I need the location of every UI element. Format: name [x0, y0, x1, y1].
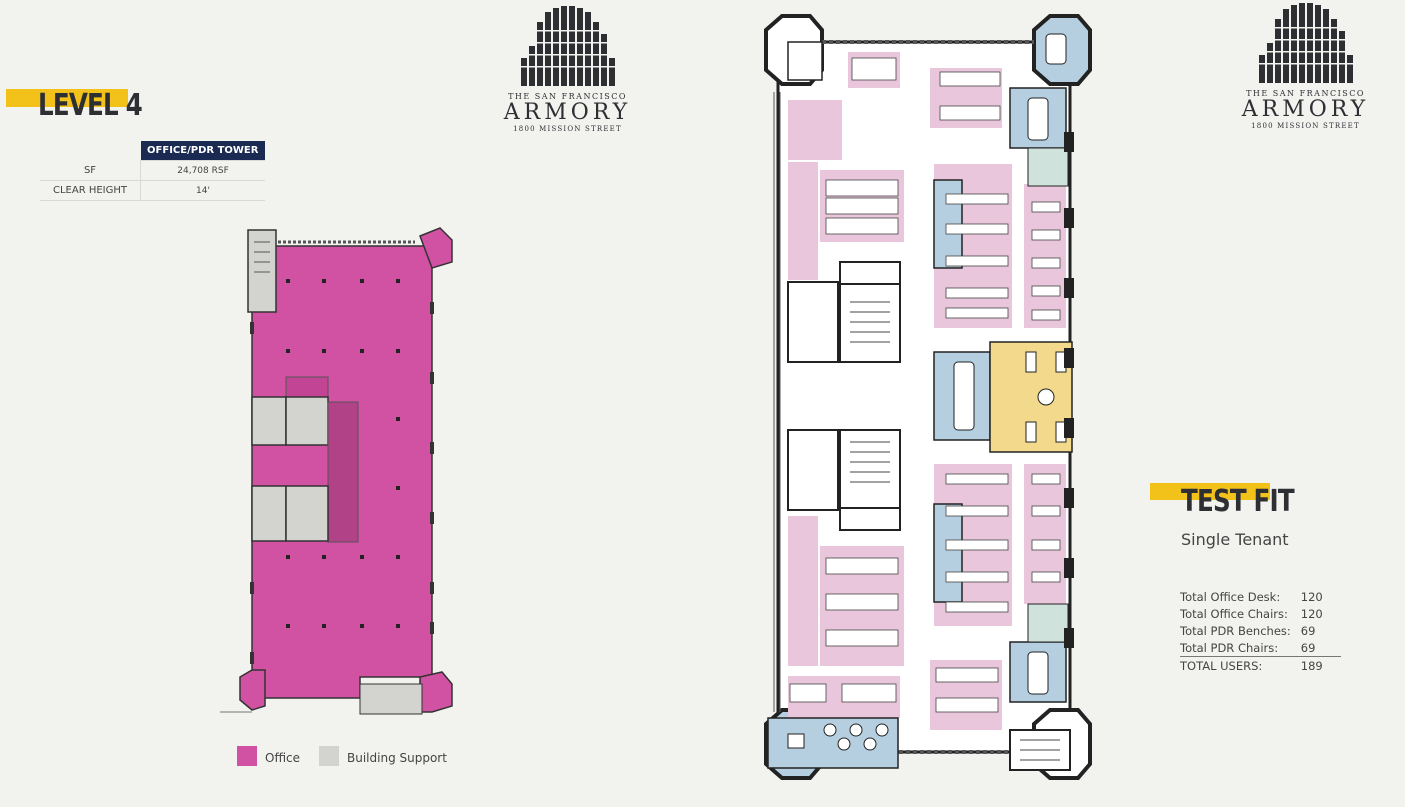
logo-top-text: THE SAN FRANCISCO — [1246, 89, 1365, 98]
armory-logo: THE SAN FRANCISCO ARMORY 1800 MISSION ST… — [1228, 3, 1383, 130]
core-upper — [285, 376, 329, 398]
core-corridor — [327, 401, 359, 543]
totals-value: 69 — [1300, 623, 1316, 638]
elevator-core — [285, 396, 329, 446]
test-fit-plan — [764, 14, 1092, 780]
totals-value: 120 — [1300, 589, 1323, 604]
armory-skyline-icon — [1256, 3, 1357, 83]
totals-label: TOTAL USERS: — [1180, 658, 1263, 673]
spec-table: OFFICE/PDR TOWER SF 24,708 RSF CLEAR HEI… — [40, 141, 265, 201]
spec-value: 14' — [140, 180, 265, 201]
stair-support — [247, 229, 277, 313]
logo-address: 1800 MISSION STREET — [1251, 122, 1360, 130]
spec-label: CLEAR HEIGHT — [40, 180, 141, 201]
totals-label: Total PDR Benches: — [1180, 623, 1291, 638]
logo-name: ARMORY — [1241, 97, 1370, 122]
totals-row: Total Office Chairs: 120 — [1180, 605, 1341, 622]
corner-tower-se — [419, 671, 453, 713]
legend-swatch-office — [237, 746, 257, 766]
legend-label-building-support: Building Support — [347, 751, 447, 765]
lounge-furniture — [1025, 351, 1067, 443]
totals-row: TOTAL USERS: 189 — [1180, 657, 1341, 675]
level-plan — [220, 227, 453, 715]
phone-room — [1027, 603, 1069, 643]
spec-row: SF 24,708 RSF — [40, 160, 265, 181]
support-core — [251, 485, 287, 542]
logo-address: 1800 MISSION STREET — [513, 125, 622, 133]
desk-cluster — [789, 57, 1061, 713]
phone-room — [1027, 147, 1069, 187]
corner-tower-ne — [419, 227, 453, 269]
totals-row: Total Office Desk: 120 — [1180, 588, 1341, 605]
totals-row: Total PDR Benches: 69 — [1180, 622, 1341, 639]
armory-skyline-icon — [518, 6, 619, 86]
armory-logo: THE SAN FRANCISCO ARMORY 1800 MISSION ST… — [490, 6, 645, 133]
totals-row: Total PDR Chairs: 69 — [1180, 639, 1341, 657]
totals-value: 69 — [1290, 639, 1341, 657]
level-title: LEVEL 4 — [38, 88, 143, 123]
elevator-core — [285, 485, 329, 542]
stair-support — [359, 683, 423, 715]
totals-value: 189 — [1300, 658, 1323, 673]
totals-label: Total Office Desk: — [1180, 589, 1281, 604]
spec-value: 24,708 RSF — [140, 160, 265, 181]
corner-tower-sw — [239, 669, 266, 711]
legend-label-office: Office — [265, 751, 301, 765]
totals-value: 120 — [1300, 606, 1323, 621]
totals-label: Total Office Chairs: — [1180, 606, 1288, 621]
logo-name: ARMORY — [503, 100, 632, 125]
conference-table — [953, 33, 1067, 695]
level-highlight-bar — [6, 89, 128, 107]
spec-label: SF — [40, 160, 141, 181]
spec-table-header: OFFICE/PDR TOWER — [140, 141, 265, 161]
totals-table: Total Office Desk: 120 Total Office Chai… — [1180, 588, 1341, 674]
totals-label: Total PDR Chairs: — [1180, 639, 1291, 657]
legend-swatch-building-support — [319, 746, 339, 766]
support-core — [251, 396, 287, 446]
logo-top-text: THE SAN FRANCISCO — [508, 92, 627, 101]
spec-row: CLEAR HEIGHT 14' — [40, 180, 265, 201]
test-fit-highlight-bar — [1150, 483, 1270, 500]
cafe-table — [787, 723, 889, 751]
test-fit-subtitle: Single Tenant — [1181, 530, 1289, 549]
test-fit-title: TEST FIT — [1181, 484, 1295, 519]
